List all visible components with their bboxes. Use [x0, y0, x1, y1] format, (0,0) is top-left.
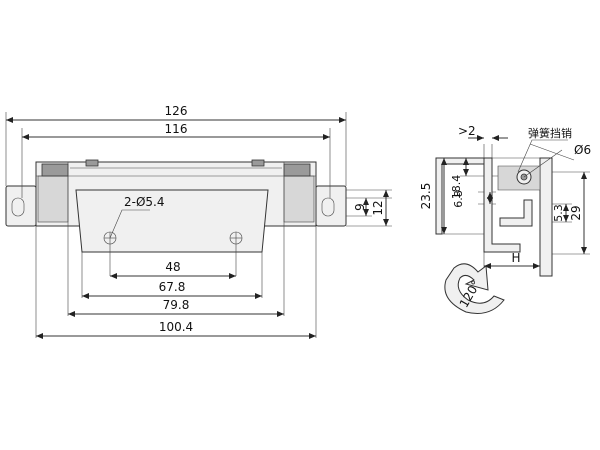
dim-pin-diameter: Ø6: [574, 143, 591, 157]
front-view: 126 116 48 67.8 79.8 100.4 2-Ø5.4 9 12: [5, 104, 392, 339]
dim-hole-diameter: 2-Ø5.4: [124, 195, 165, 209]
dim-pin-center: 18.4: [450, 175, 463, 200]
dim-total-height: 29: [569, 205, 583, 220]
front-dimension-lines: [5, 117, 389, 339]
dim-height: 23.5: [419, 183, 433, 210]
dim-overall-width: 126: [165, 104, 188, 118]
dim-small: 6.8: [452, 190, 465, 208]
dim-h: H: [511, 251, 520, 265]
side-view: >2 弹簧挡销 Ø6 23.5 18.4 6.8 5.3 29 H 120°: [419, 124, 591, 314]
dim-body-width: 79.8: [163, 298, 190, 312]
dim-gap: 5.3: [552, 204, 565, 222]
rotation-indicator: [444, 263, 505, 314]
dim-hole-spacing: 48: [165, 260, 180, 274]
dim-knuckle-height: 12: [371, 200, 385, 215]
dim-base-width: 100.4: [159, 320, 193, 334]
label-spring-pin: 弹簧挡销: [528, 126, 572, 140]
dim-pin-span: 116: [165, 122, 188, 136]
side-dimension-lines: [441, 135, 587, 269]
dim-slot-height: 9: [353, 203, 367, 211]
right-mount-ear: [315, 185, 347, 227]
hinge-plate: [75, 189, 269, 253]
dim-offset: >2: [458, 124, 476, 138]
left-mount-ear: [5, 185, 37, 227]
dim-plate-width: 67.8: [159, 280, 186, 294]
